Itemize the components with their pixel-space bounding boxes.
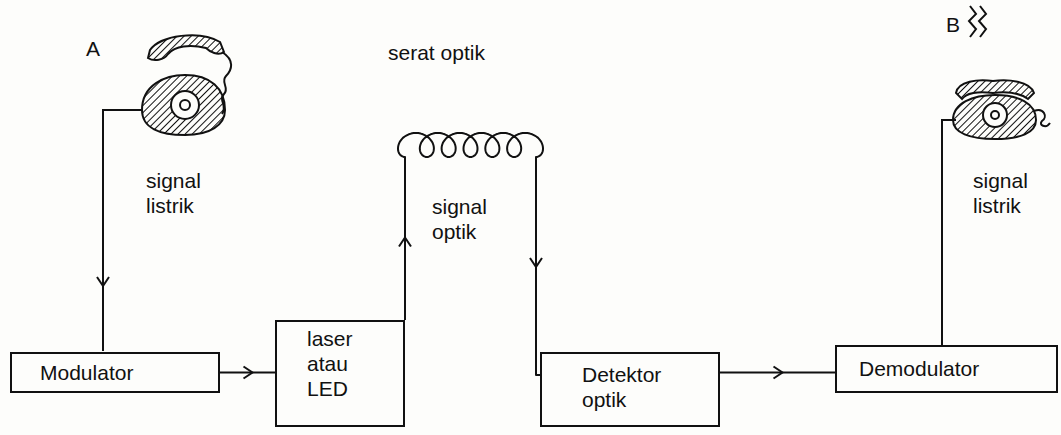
arrow-head — [97, 277, 109, 286]
telephone-dial-center — [180, 100, 190, 110]
box-label: Detektor optik — [582, 362, 692, 412]
connector-line — [398, 133, 543, 375]
telephone-base — [142, 75, 225, 135]
connector — [398, 133, 543, 375]
telephone-base — [953, 95, 1036, 139]
connector — [720, 367, 835, 379]
telephone-b — [953, 80, 1050, 139]
signal-label: signal listrik — [973, 168, 1058, 218]
telephone-cord — [1034, 110, 1050, 126]
signal-wire — [103, 110, 142, 351]
ringing-mark — [979, 6, 986, 37]
signal-label: serat optik — [388, 40, 485, 65]
signal-wire — [942, 120, 956, 346]
box-label: Demodulator — [859, 356, 1056, 381]
telephone-dial-center — [991, 111, 999, 119]
connector-line — [220, 372, 275, 374]
signal-label: B — [946, 12, 960, 37]
connector-line — [720, 372, 835, 374]
signal-label: signal optik — [432, 194, 527, 244]
arrow-head — [774, 367, 783, 379]
signal-label: A — [86, 36, 100, 61]
arrow-head — [399, 238, 411, 247]
connector — [220, 367, 275, 379]
box-label: laser atau LED — [307, 326, 377, 402]
arrow-head — [244, 367, 253, 379]
ringing-mark — [969, 6, 976, 37]
process-box: Modulator — [10, 352, 220, 393]
telephone-dial — [983, 103, 1007, 127]
box-label: Modulator — [40, 360, 218, 385]
arrow-head — [530, 258, 542, 267]
telephone-a — [142, 35, 231, 135]
telephone-handset — [148, 35, 224, 60]
signal-label: signal listrik — [146, 168, 241, 218]
process-box: Detektor optik — [540, 352, 720, 427]
telephone-dial — [171, 91, 199, 119]
process-box: Demodulator — [835, 345, 1058, 393]
process-box: laser atau LED — [275, 320, 405, 427]
